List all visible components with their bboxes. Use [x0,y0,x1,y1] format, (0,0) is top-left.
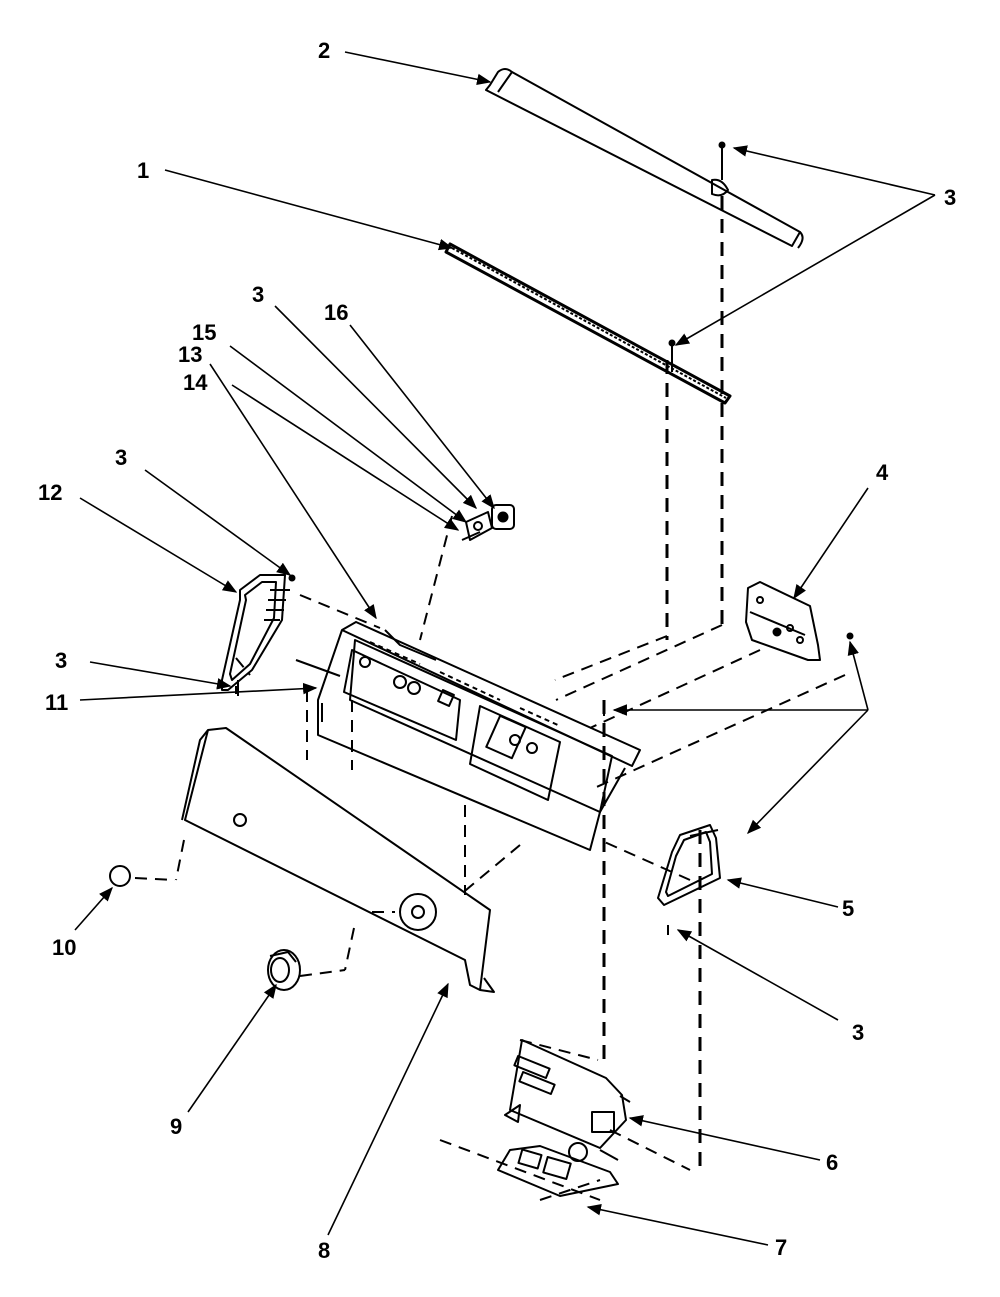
callout-10: 10 [52,935,76,960]
callout-15: 15 [192,320,216,345]
part-4-bracket [745,581,821,661]
callout-4: 4 [876,460,889,485]
callout-3-upper: 3 [252,282,264,307]
parts-13-16-switch-group [461,504,515,541]
callout-1: 1 [137,158,149,183]
part-9-knob [267,949,301,991]
callout-2: 2 [318,38,330,63]
part-6-control-bracket [504,1039,631,1149]
callout-5: 5 [842,896,854,921]
part-11-console-panel [295,621,641,851]
callout-7: 7 [775,1235,787,1260]
callout-3-left: 3 [115,445,127,470]
guide-lines [235,196,846,1201]
callout-13: 13 [178,342,202,367]
callout-16: 16 [324,300,348,325]
part-10-knob [109,865,131,887]
callout-3-top-right: 3 [944,185,956,210]
part-7-base-board [497,1142,619,1197]
callout-labels: 2 1 3 3 16 15 14 13 3 12 3 11 4 5 3 6 7 … [38,38,956,1263]
callout-3-lower-left: 3 [55,648,67,673]
part-12-left-end-cap [221,574,290,694]
callout-11: 11 [45,690,68,715]
screw-markers [237,141,854,935]
part-1-rail-strip [444,242,732,405]
callout-9: 9 [170,1114,182,1139]
part-5-right-end-cap [657,824,721,906]
callout-3-right: 3 [852,1020,864,1045]
callout-6: 6 [826,1150,838,1175]
callout-8: 8 [318,1238,330,1263]
part-2-top-cover [485,68,804,249]
callout-12: 12 [38,480,62,505]
callout-14: 14 [183,370,208,395]
part-8-front-bezel [134,727,495,993]
leader-lines [74,51,936,1246]
